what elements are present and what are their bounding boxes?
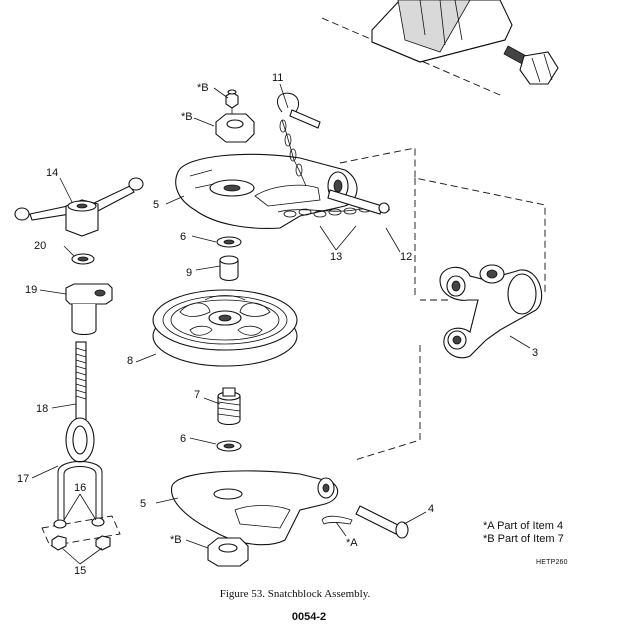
callout-7: 7 [194,389,200,401]
eye-bolt [65,341,95,463]
lower-side-plate [171,470,339,546]
castle-nut-bottom [207,537,249,567]
callout-12: 12 [400,251,412,263]
u-bolt-nuts [41,515,121,551]
detent-pin [327,189,390,215]
axle-pin [217,387,241,426]
swivel-coupling [439,264,543,359]
leader-lines [31,83,531,565]
figure-reference-code: HETP260 [536,559,568,566]
callout-a: *A [346,537,358,549]
castle-nut-top [215,113,255,143]
washer-6-top [216,236,242,248]
callout-11: 11 [272,72,283,84]
swivel-block [65,283,113,336]
callout-17: 17 [17,473,29,485]
callout-b-nut: *B [181,111,193,123]
note-b: *B Part of Item 7 [483,533,564,545]
callout-13: 13 [330,251,342,263]
note-a: *A Part of Item 4 [483,520,564,532]
clevis-pin [321,505,409,539]
bushing [219,255,239,282]
grease-fitting-top [225,89,239,114]
callout-15: 15 [74,565,86,577]
callout-3: 3 [532,347,538,359]
washer-6-bottom [216,440,242,452]
sheave-pulley [152,289,298,367]
washer-20 [71,253,95,265]
callout-6-top: 6 [180,231,186,243]
page-number: 0054-2 [291,611,327,623]
callout-5-top: 5 [153,199,159,211]
callout-18: 18 [36,403,48,415]
callout-5-bottom: 5 [140,498,146,510]
callout-b-bottom: *B [170,534,182,546]
callout-6-bottom: 6 [180,433,186,445]
ring-pin [277,92,321,129]
u-bolt [57,461,103,522]
assembly-guide-lines [299,17,546,461]
figure-caption: Figure 53. Snatchblock Assembly. [219,588,371,600]
callout-b-top: *B [197,82,209,94]
callout-20: 20 [34,240,46,252]
retaining-chain [277,119,391,218]
callout-9: 9 [186,267,192,279]
callout-19: 19 [25,284,37,296]
callout-4: 4 [428,503,434,515]
callout-16: 16 [74,482,86,494]
mounting-bolt [503,45,559,85]
callout-labels: 11 *B *B 14 5 6 9 13 12 20 19 3 8 7 18 6… [17,72,538,577]
callout-14: 14 [46,167,58,179]
t-handle [14,177,144,237]
mounting-bracket [371,0,513,63]
callout-8: 8 [127,355,133,367]
